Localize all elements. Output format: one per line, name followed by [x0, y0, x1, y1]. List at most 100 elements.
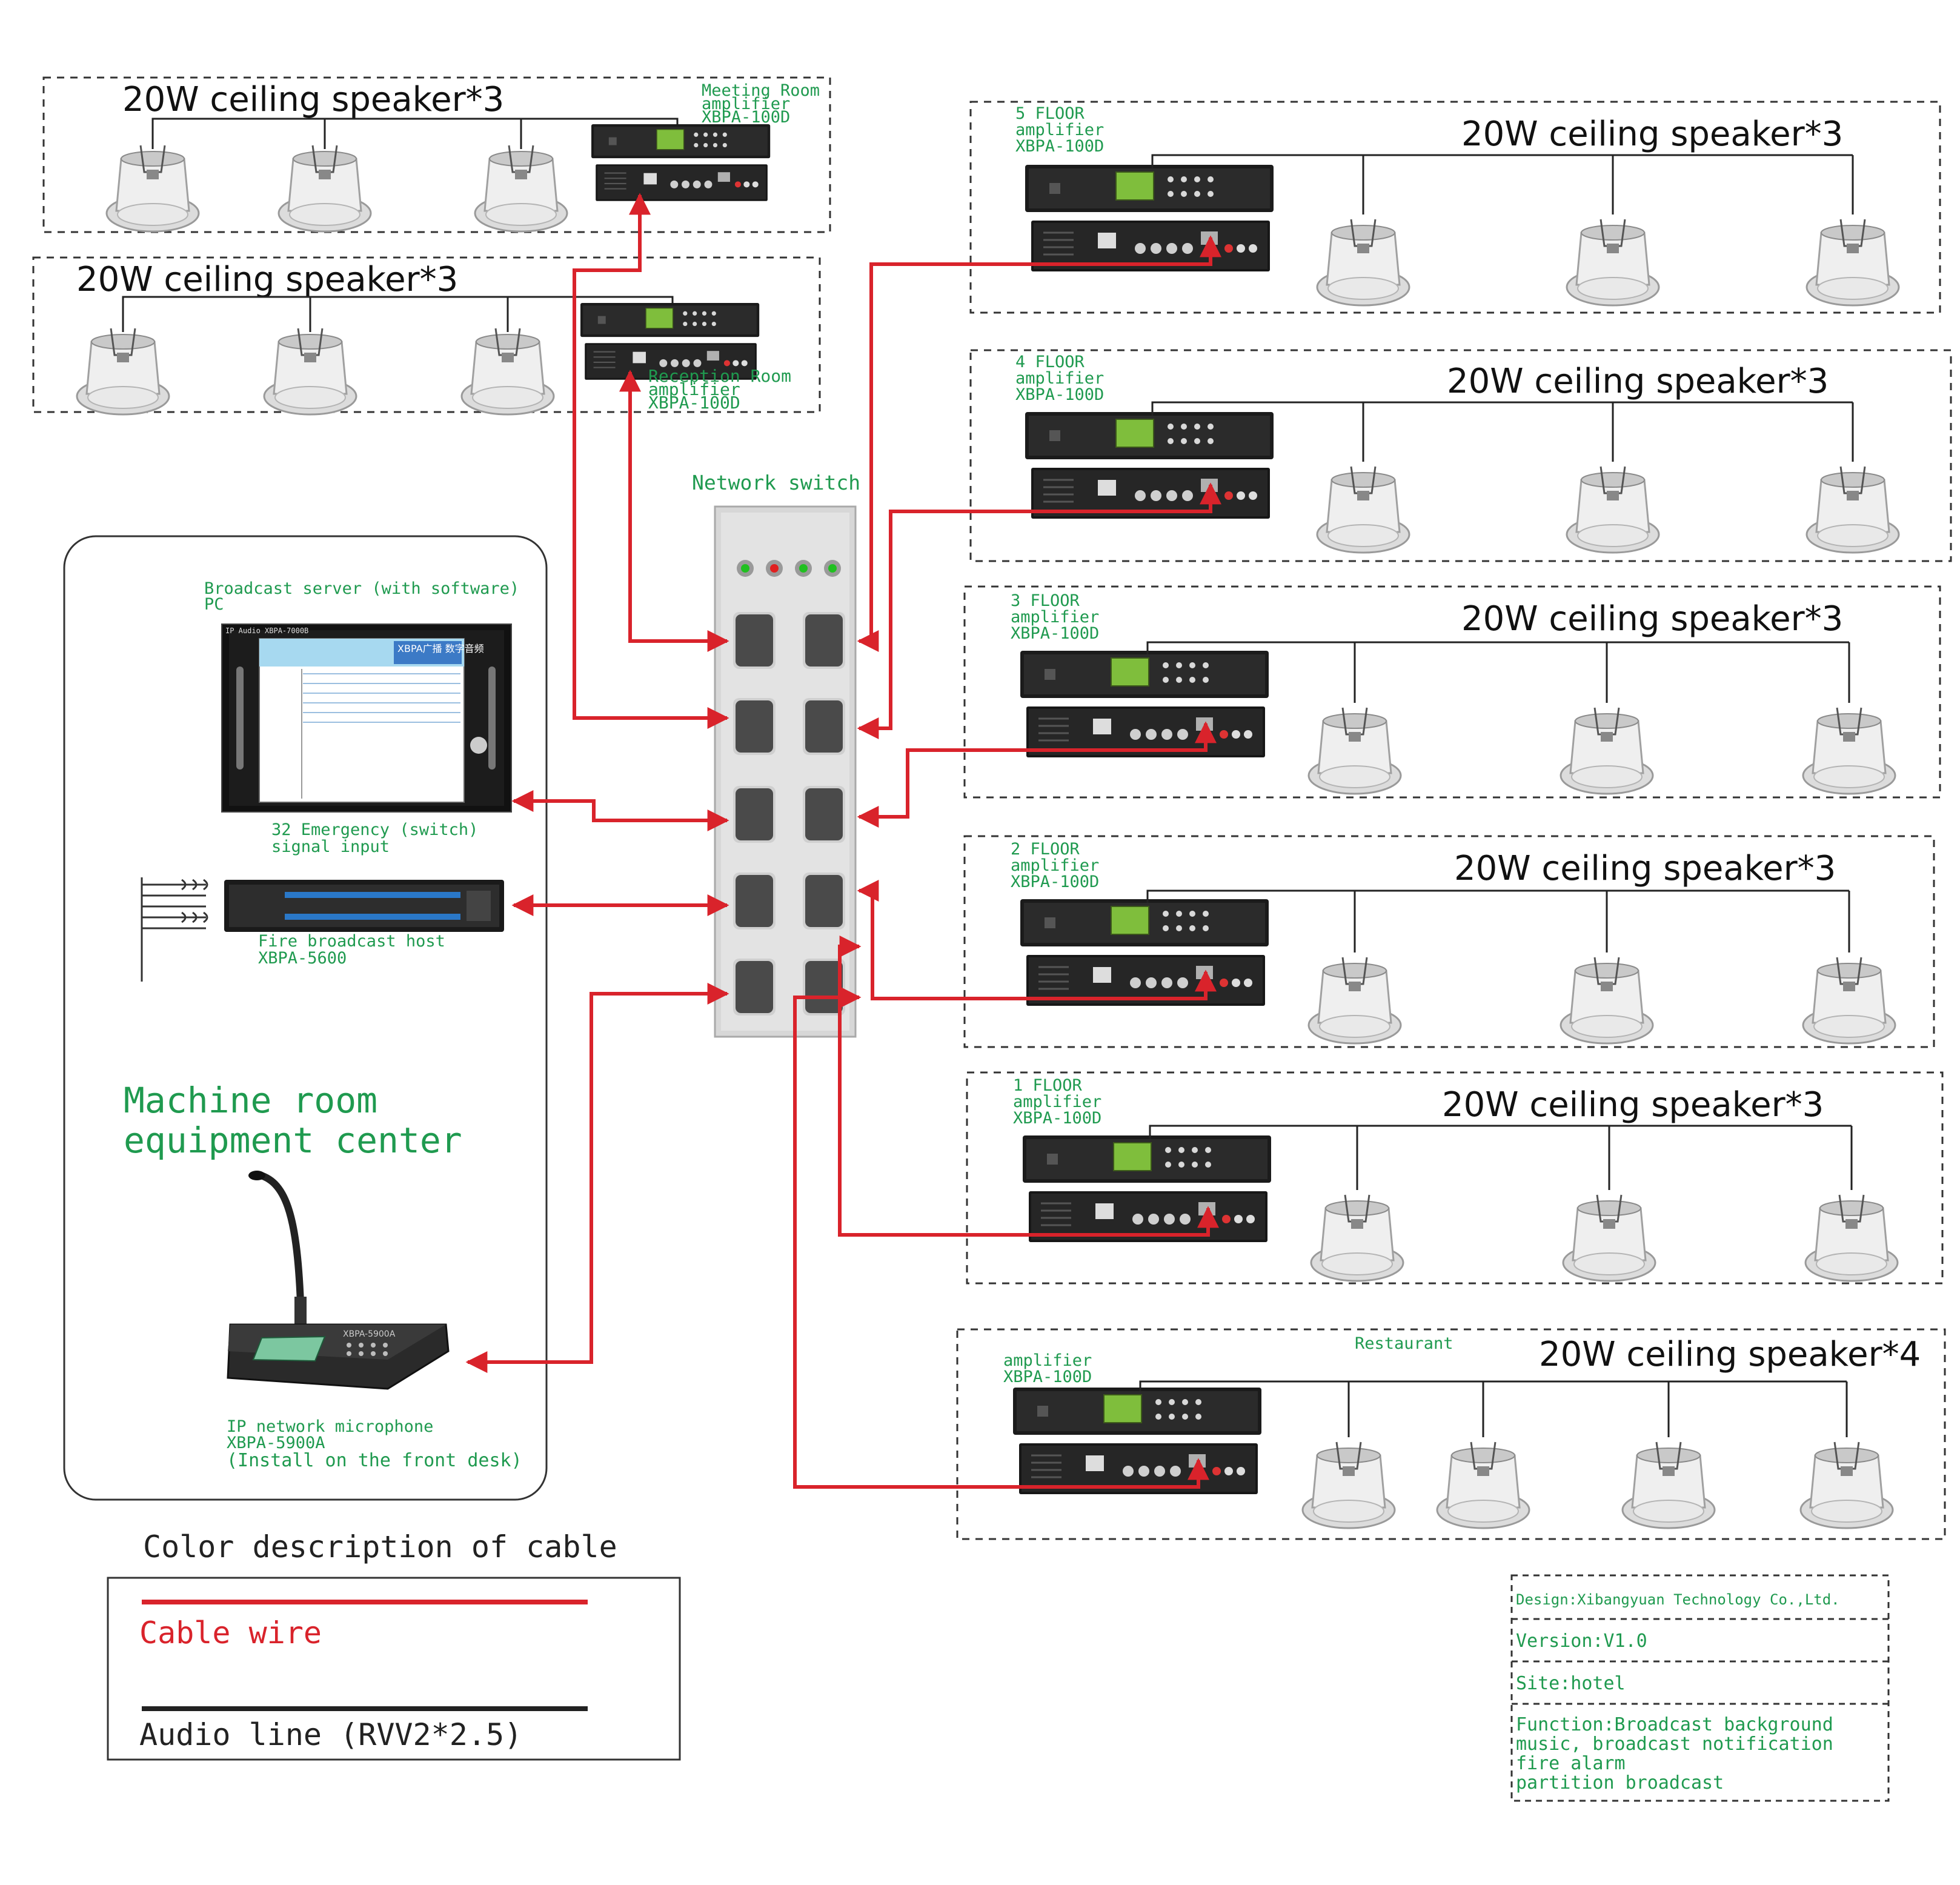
ceiling-speaker-icon: [263, 327, 357, 416]
ceiling-speaker-icon: [1802, 706, 1896, 795]
cable-legend: Color description of cable Cable wire Au…: [107, 1529, 681, 1761]
amplifier-icon: [1019, 898, 1270, 1007]
info-function: fire alarm: [1516, 1753, 1626, 1774]
ceiling-speaker-icon: [1310, 1194, 1404, 1282]
ceiling-speaker-icon: [1316, 465, 1410, 554]
zone-title: 20W ceiling speaker*3: [1454, 849, 1836, 888]
zone-meeting-room: 20W ceiling speaker*3 Meeting Room ampli…: [42, 76, 831, 233]
amplifier-icon: [1019, 650, 1270, 759]
cable-wires-right: [793, 235, 1221, 1489]
amp-label: XBPA-100D: [1011, 873, 1099, 891]
machine-room-title: equipment center: [124, 1120, 462, 1161]
amp-label: amplifier: [1011, 856, 1099, 875]
amplifier-icon: [1012, 1386, 1263, 1495]
ceiling-speaker-icon: [1566, 218, 1660, 307]
ceiling-speaker-icon: [1566, 465, 1660, 554]
server-label: PC: [204, 595, 224, 614]
info-function: music, broadcast notification: [1516, 1734, 1833, 1755]
ceiling-speaker-icon: [1802, 956, 1896, 1045]
amp-label: 2 FLOOR: [1011, 840, 1080, 859]
amp-label: amplifier: [1015, 121, 1104, 139]
ceiling-speaker-icon: [1806, 465, 1900, 554]
amp-label: XBPA-100D: [1015, 137, 1104, 156]
server-label: Broadcast server (with software): [204, 579, 519, 598]
fire-broadcast-host-icon: [224, 880, 504, 932]
ceiling-speaker-icon: [1562, 1194, 1656, 1282]
project-info-table: Design:Xibangyuan Technology Co.,Ltd. Ve…: [1510, 1574, 1890, 1802]
zone-f2: 20W ceiling speaker*3 2 FLOORamplifierXBP…: [963, 835, 1935, 1048]
machine-room-title: Machine room: [124, 1080, 377, 1121]
ceiling-speaker-icon: [1316, 218, 1410, 307]
zone-title: 20W ceiling speaker*3: [1442, 1085, 1824, 1125]
ip-network-microphone-icon: XBPA-5900A: [227, 1171, 450, 1390]
zone-reception-room: 20W ceiling speaker*3 Reception Room amp…: [32, 256, 821, 416]
mic-label: XBPA-5900A: [227, 1434, 325, 1452]
ceiling-speaker-icon: [1806, 218, 1900, 307]
zone-f3: 20W ceiling speaker*33 FLOORamplifierXBP…: [963, 585, 1941, 799]
zone-f1: 20W ceiling speaker*31 FLOORamplifierXBP…: [966, 1071, 1944, 1285]
machine-room-panel: Broadcast server (with software) PC XBPA…: [63, 535, 548, 1501]
cable-wires-left: [465, 193, 729, 1373]
amplifier-icon: [590, 123, 771, 202]
amp-label: amplifier: [702, 95, 790, 113]
amp-label: XBPA-100D: [648, 393, 740, 413]
mic-label: (Install on the front desk): [227, 1450, 522, 1471]
zone-title: 20W ceiling speaker*3: [76, 260, 458, 299]
zone-f5: 20W ceiling speaker*3 5 FLOORamplifierXBP…: [969, 101, 1941, 314]
emergency-label: 32 Emergency (switch): [271, 820, 478, 839]
legend-audio: Audio line (RVV2*2.5): [139, 1717, 522, 1752]
info-design: Design:Xibangyuan Technology Co.,Ltd.: [1516, 1591, 1840, 1608]
ceiling-speaker-icon: [460, 327, 555, 416]
legend-title: Color description of cable: [143, 1529, 617, 1564]
amp-label: XBPA-100D: [1015, 385, 1104, 404]
emergency-label: signal input: [271, 837, 390, 856]
info-function: partition broadcast: [1516, 1772, 1724, 1794]
ceiling-speaker-icon: [1560, 706, 1654, 795]
broadcast-server-icon: XBPA广播 数字音频 IP Audio XBPA-7000B: [221, 623, 512, 813]
network-switch: Network switch: [692, 471, 860, 1038]
info-function: Function:Broadcast background: [1516, 1714, 1833, 1735]
legend-cable: Cable wire: [139, 1615, 322, 1651]
info-version: Version:V1.0: [1516, 1631, 1647, 1652]
ceiling-speaker-icon: [1436, 1441, 1530, 1529]
ceiling-speaker-icon: [1560, 956, 1654, 1045]
server-model: IP Audio XBPA-7000B: [225, 627, 308, 635]
mic-model: XBPA-5900A: [343, 1329, 396, 1339]
zone-title: 20W ceiling speaker*4: [1539, 1335, 1921, 1374]
zone-title: 20W ceiling speaker*3: [122, 80, 504, 119]
zone-restaurant: 20W ceiling speaker*4Restaurantamplifier…: [956, 1328, 1946, 1540]
ceiling-speaker-icon: [1307, 956, 1402, 1045]
ceiling-speaker-icon: [76, 327, 170, 416]
amp-label: XBPA-100D: [1003, 1368, 1092, 1386]
ceiling-speaker-icon: [1804, 1194, 1899, 1282]
ceiling-speaker-icon: [1301, 1441, 1396, 1529]
zone-title: 20W ceiling speaker*3: [1461, 599, 1843, 639]
zone-title: 20W ceiling speaker*3: [1447, 362, 1829, 401]
emergency-input-arrows-icon: [141, 877, 208, 982]
switch-label: Network switch: [692, 471, 860, 494]
ceiling-speaker-icon: [1307, 706, 1402, 795]
fire-host-label: XBPA-5600: [258, 949, 347, 968]
amplifier-icon: [1024, 164, 1275, 273]
zone-title: 20W ceiling speaker*3: [1461, 115, 1843, 154]
mic-label: IP network microphone: [227, 1417, 433, 1436]
amp-label: XBPA-100D: [1011, 624, 1099, 643]
info-site: Site:hotel: [1516, 1673, 1626, 1694]
amp-label: XBPA-100D: [1013, 1109, 1101, 1128]
amplifier-icon: [1024, 411, 1275, 520]
ceiling-speaker-icon: [474, 144, 568, 233]
amp-label: 5 FLOOR: [1015, 104, 1085, 123]
zone-name: Restaurant: [1355, 1334, 1453, 1353]
ceiling-speaker-icon: [1621, 1441, 1716, 1529]
amplifier-icon: [1022, 1134, 1272, 1243]
fire-host-label: Fire broadcast host: [258, 932, 445, 951]
floor-zones: 20W ceiling speaker*35 FLOORamplifierXBP…: [956, 101, 1952, 1540]
server-brand: XBPA广播 数字音频: [397, 643, 484, 654]
ceiling-speaker-icon: [1799, 1441, 1894, 1529]
amp-label: Meeting Room: [702, 81, 820, 100]
zone-f4: 20W ceiling speaker*34 FLOORamplifierXBP…: [969, 349, 1952, 562]
amp-label: XBPA-100D: [702, 108, 790, 127]
ceiling-speaker-icon: [105, 144, 200, 233]
ceiling-speaker-icon: [277, 144, 372, 233]
